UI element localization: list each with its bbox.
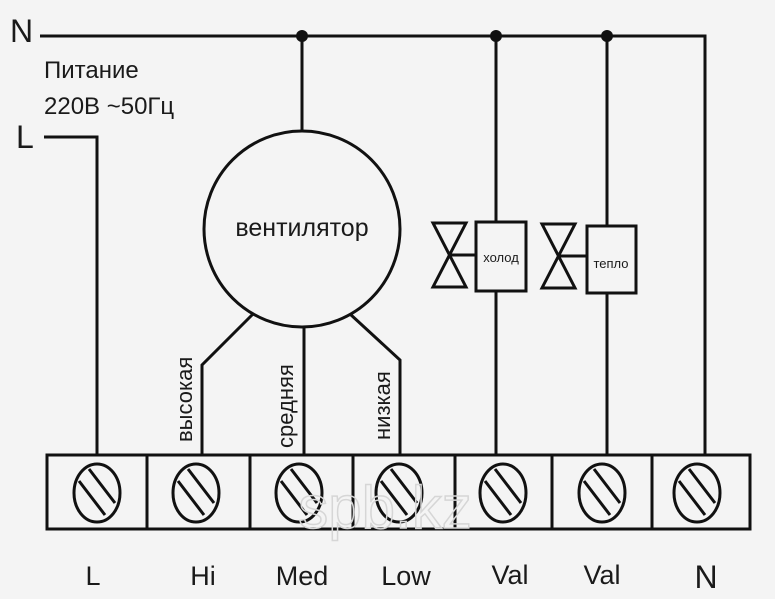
neutral-wire [40,34,707,455]
terminal-screw-icon [72,462,122,524]
heat-valve-label: тепло [593,256,628,271]
terminal-label-hi: Hi [190,561,216,591]
terminal-label-val-heat: Val [583,560,620,590]
terminal-block [45,453,752,531]
speed-label-high: высокая [172,357,197,442]
high-speed-wire [200,312,255,455]
neutral-label: N [10,13,33,49]
terminal-screw-icon [274,462,324,524]
valve-icon [430,221,469,289]
terminal-label-val-cold: Val [491,560,528,590]
line-wire [44,135,99,455]
terminal-label-n: N [694,559,717,595]
line-label: L [16,119,34,155]
terminal-screw-icon [577,462,627,524]
terminal-screw-icon [478,462,528,524]
watermark: spb.kz [298,474,471,541]
speed-label-medium: средняя [273,364,298,448]
terminal-screw-icon [171,462,221,524]
supply-spec: 220В ~50Гц [44,93,174,120]
low-speed-wire [348,312,402,455]
terminal-screw-icon [672,462,722,524]
fan-motor [202,129,402,329]
terminal-label-med: Med [276,561,329,591]
supply-title: Питание [44,57,139,84]
fan-label: вентилятор [235,214,368,242]
terminal-label-l: L [85,561,100,591]
cold-valve-label: холод [483,250,519,265]
speed-label-low: низкая [370,371,395,440]
valve-icon [539,222,578,290]
terminal-label-low: Low [381,561,431,591]
terminal-screw-icon [374,462,424,524]
heat-valve-coil [585,224,638,295]
